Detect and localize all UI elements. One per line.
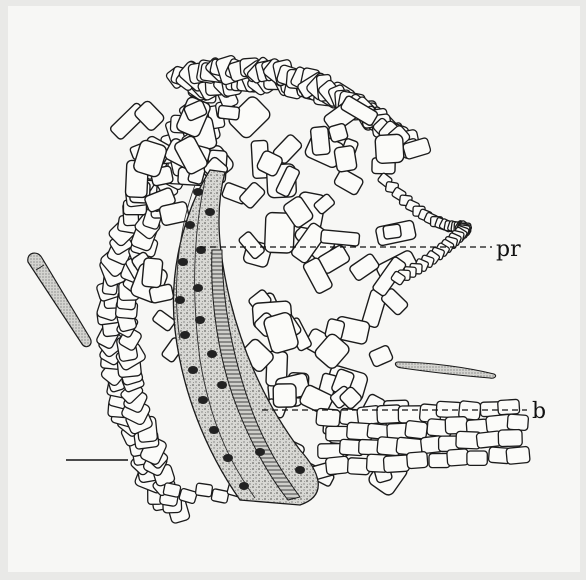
cell xyxy=(467,451,487,465)
nucleus xyxy=(207,350,217,358)
nucleus xyxy=(193,188,203,196)
nucleus xyxy=(178,258,188,266)
cell xyxy=(498,399,520,415)
nucleus xyxy=(255,448,265,456)
cell xyxy=(218,105,240,120)
cell xyxy=(498,429,522,446)
cell xyxy=(325,456,349,475)
cell xyxy=(273,384,296,408)
cell xyxy=(383,455,409,473)
cell xyxy=(368,345,393,368)
label-pr: pr xyxy=(496,237,521,262)
nucleus xyxy=(185,221,195,229)
cell xyxy=(333,168,364,196)
label-b: b xyxy=(532,399,546,424)
cell xyxy=(405,420,428,439)
nucleus xyxy=(205,208,215,216)
nucleus xyxy=(295,466,305,474)
cell xyxy=(142,258,163,288)
cell xyxy=(506,446,530,464)
cell xyxy=(152,309,176,332)
nucleus xyxy=(195,316,205,324)
nucleus xyxy=(175,296,185,304)
cell xyxy=(320,230,359,247)
nucleus xyxy=(180,331,190,339)
nucleus xyxy=(188,366,198,374)
cell xyxy=(238,181,266,209)
cell xyxy=(316,408,341,427)
cell xyxy=(447,449,469,466)
cell xyxy=(334,145,358,172)
cell xyxy=(375,134,404,164)
nucleus xyxy=(217,381,227,389)
cell xyxy=(348,253,380,282)
cell xyxy=(407,451,428,468)
cell xyxy=(195,483,213,497)
cell xyxy=(211,489,229,504)
nucleus xyxy=(193,284,203,292)
nucleus xyxy=(198,396,208,404)
nucleus xyxy=(239,482,249,490)
free-hair-cell-right xyxy=(395,362,495,378)
cell xyxy=(310,126,330,155)
nucleus xyxy=(223,454,233,462)
cell xyxy=(163,482,181,497)
cell xyxy=(507,414,529,431)
nucleus xyxy=(209,426,219,434)
free-hair-cell-left xyxy=(28,253,91,347)
cell xyxy=(383,224,402,239)
